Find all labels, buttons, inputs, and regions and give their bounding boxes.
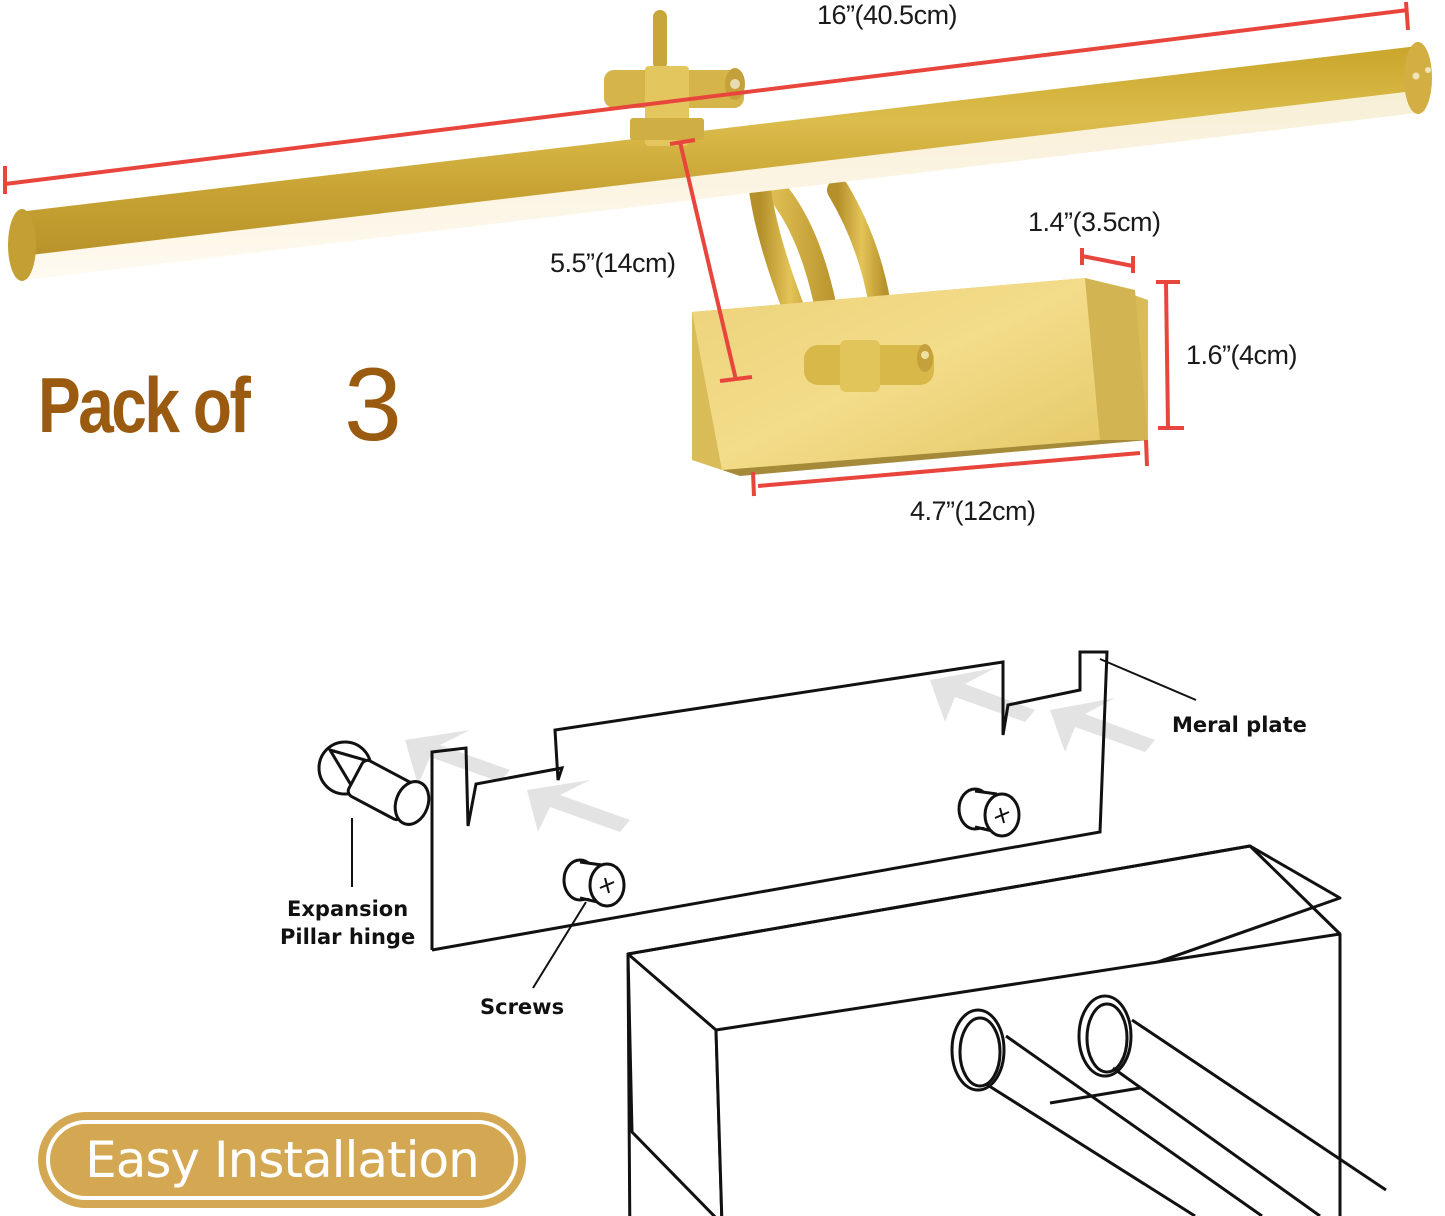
- bar-length-label: 16”(40.5cm): [817, 0, 958, 30]
- base-box: [626, 844, 1342, 1216]
- callout-metal-plate: Meral plate: [1172, 713, 1307, 737]
- base-width-label: 4.7”(12cm): [910, 496, 1036, 526]
- easy-installation-badge: Easy Installation: [38, 1112, 526, 1208]
- arm-reach-label: 5.5”(14cm): [550, 248, 676, 278]
- badge-border: [46, 1120, 518, 1200]
- screw-icon-2: [957, 787, 1021, 838]
- callout-screws: Screws: [480, 995, 565, 1019]
- screw-icon: [562, 858, 626, 908]
- pack-quantity-title: Pack of 3: [38, 347, 402, 463]
- callout-expansion-line1: Expansion: [287, 897, 409, 921]
- expansion-pillar-icon: [317, 740, 431, 826]
- light-bar: [8, 42, 1432, 281]
- badge-fill: Easy Installation: [56, 1130, 508, 1190]
- pack-title-count: 3: [344, 347, 402, 463]
- callout-expansion-pillar: Expansion Pillar hinge: [280, 895, 415, 951]
- callout-expansion-line2: Pillar hinge: [280, 925, 416, 949]
- base-depth-label: 1.4”(3.5cm): [1028, 207, 1161, 237]
- base-hinge: [804, 340, 934, 392]
- badge-label: Easy Installation: [85, 1131, 480, 1189]
- pack-title-prefix: Pack of: [38, 361, 251, 449]
- metal-plate: [430, 650, 1109, 952]
- base-height-label: 1.6”(4cm): [1186, 340, 1298, 370]
- direction-arrows: [405, 668, 1155, 832]
- dimension-lines: [3, 1, 1410, 497]
- base-arm-tubes: [950, 994, 1387, 1216]
